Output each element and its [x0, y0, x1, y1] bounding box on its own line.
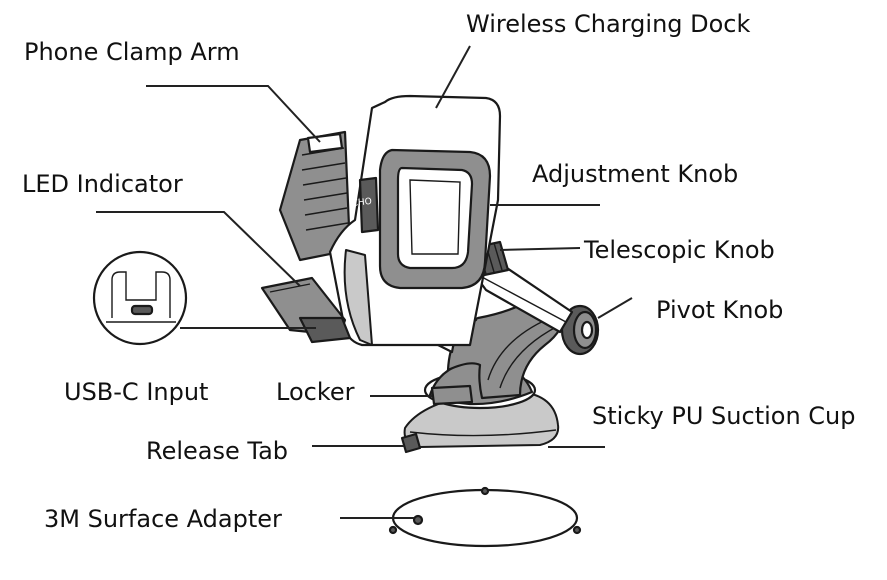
pivot-knob: [560, 304, 600, 356]
label-telescopic-knob: Telescopic Knob: [583, 236, 775, 264]
surface-adapter-disc: [388, 486, 582, 548]
leader-telescopic-knob: [499, 247, 581, 251]
leader-phone-clamp-arm: [146, 85, 321, 143]
labels: Wireless Charging Dock Phone Clamp Arm L…: [22, 10, 856, 533]
label-adjustment-knob: Adjustment Knob: [532, 160, 738, 188]
label-release-tab: Release Tab: [146, 437, 288, 465]
label-wireless-charging-dock: Wireless Charging Dock: [466, 10, 751, 38]
label-locker: Locker: [276, 378, 355, 406]
label-phone-clamp-arm: Phone Clamp Arm: [24, 38, 240, 66]
label-usb-c-input: USB-C Input: [64, 378, 208, 406]
locker: [430, 384, 474, 406]
front-grip-frame: [378, 148, 492, 290]
leader-lines: [96, 45, 633, 519]
label-3m-surface-adapter: 3M Surface Adapter: [44, 505, 282, 533]
leader-wireless-charging-dock: [435, 45, 471, 109]
leader-led-indicator: [96, 211, 301, 287]
bottom-support: [260, 276, 352, 344]
svg-text:CHO: CHO: [351, 197, 372, 209]
leader-pivot-knob: [597, 297, 633, 319]
label-sticky-pu-suction-cup: Sticky PU Suction Cup: [592, 402, 856, 430]
label-led-indicator: LED Indicator: [22, 170, 183, 198]
release-tab: [400, 432, 422, 454]
usb-c-inset: [92, 250, 188, 346]
label-pivot-knob: Pivot Knob: [656, 296, 783, 324]
